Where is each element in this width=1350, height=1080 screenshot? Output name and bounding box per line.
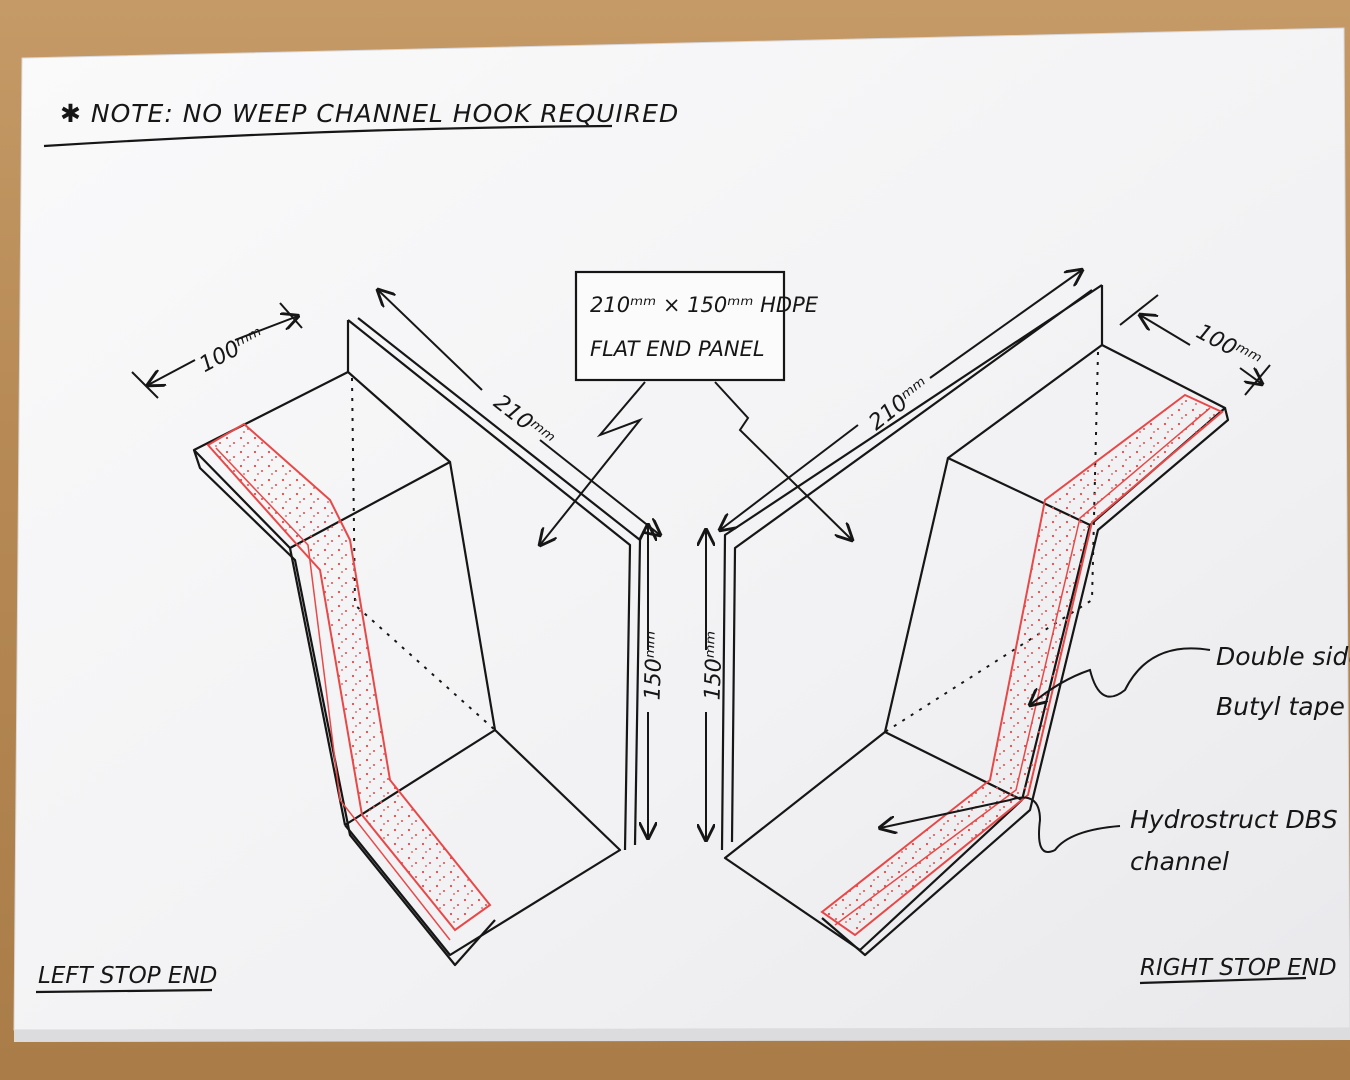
left-height-dim: 150ᵐᵐ [640,630,667,700]
butyl-leader [1030,647,1211,705]
butyl-label-line2: Butyl tape [1216,692,1345,721]
left-dimensions [131,290,660,838]
right-height-dim: 150ᵐᵐ [700,630,727,700]
left-bottom-face [344,729,622,957]
right-end-panel [720,284,1104,851]
channel-leader [880,796,1121,853]
paper-edge [14,1028,1350,1042]
left-butyl-tape [206,422,492,941]
callout-box [574,270,786,382]
channel-label-line1: Hydrostruct DBS [1130,805,1338,834]
right-stop-end-title: RIGHT STOP END [1140,955,1337,981]
left-stop-end-drawing [192,317,642,967]
callout-leaders [540,381,852,545]
note-text: ✱ NOTE: NO WEEP CHANNEL HOOK REQUIRED [60,99,679,128]
right-title-underline [1139,976,1307,985]
channel-label-line2: channel [1130,847,1229,876]
callout-line1: 210ᵐᵐ × 150ᵐᵐ HDPE [590,293,819,317]
right-hidden-edges [884,351,1099,733]
right-butyl-tape [820,393,1224,937]
left-title-underline [35,988,213,994]
left-stop-end-title: LEFT STOP END [38,963,217,989]
left-hidden-edges [351,377,496,731]
butyl-label-line1: Double sided [1216,642,1350,671]
right-bottom-face [723,731,1023,952]
note-underline [43,124,613,148]
paper-sheet [13,27,1350,1031]
right-flange [821,407,1230,957]
callout-line2: FLAT END PANEL [590,337,765,361]
right-stop-end-drawing [720,284,1230,957]
left-flange [192,449,496,967]
